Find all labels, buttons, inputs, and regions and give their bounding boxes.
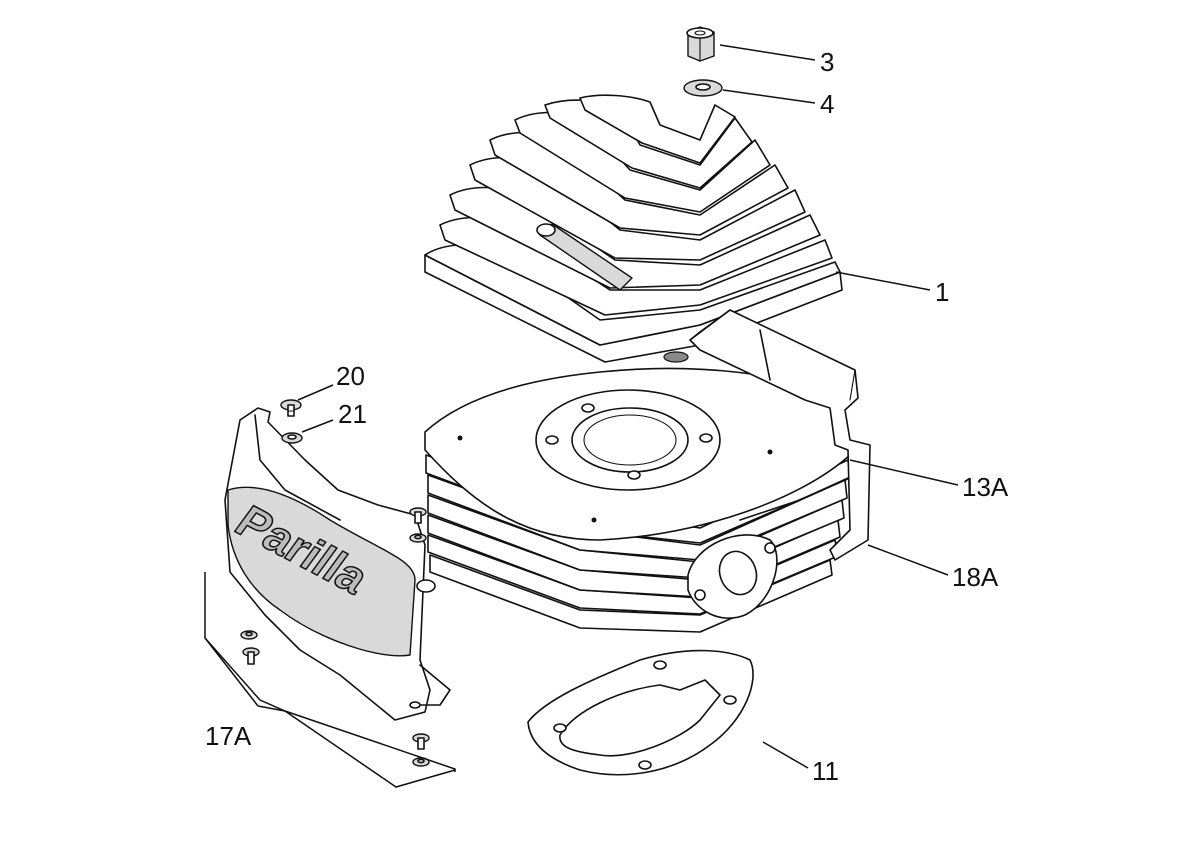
cylinder-body-part [424,367,851,633]
kit-screw-left [240,630,260,665]
kit-screw-lower [412,733,430,767]
screw-part [280,399,302,417]
callout-18A: 18A [952,562,999,592]
leader-lines [204,44,959,788]
washer-part [683,79,723,97]
callout-1: 1 [935,277,949,307]
callout-13A: 13A [962,472,1009,502]
callout-21: 21 [338,399,367,429]
callout-3: 3 [820,47,834,77]
callout-17A: 17A [205,721,252,751]
front-cover-part: Parilla [224,407,451,721]
base-gasket-part [527,649,754,776]
cooling-shroud-part [689,309,871,561]
cylinder-head-part [424,94,843,422]
callout-20: 20 [336,361,365,391]
callout-4: 4 [820,89,834,119]
washer-small-part [281,432,303,444]
callout-labels: 3 4 1 20 21 13A 18A 17A 11 [205,47,1009,786]
kit-screw-upper [409,507,427,543]
callout-11: 11 [812,756,839,786]
nut-part [686,26,715,62]
